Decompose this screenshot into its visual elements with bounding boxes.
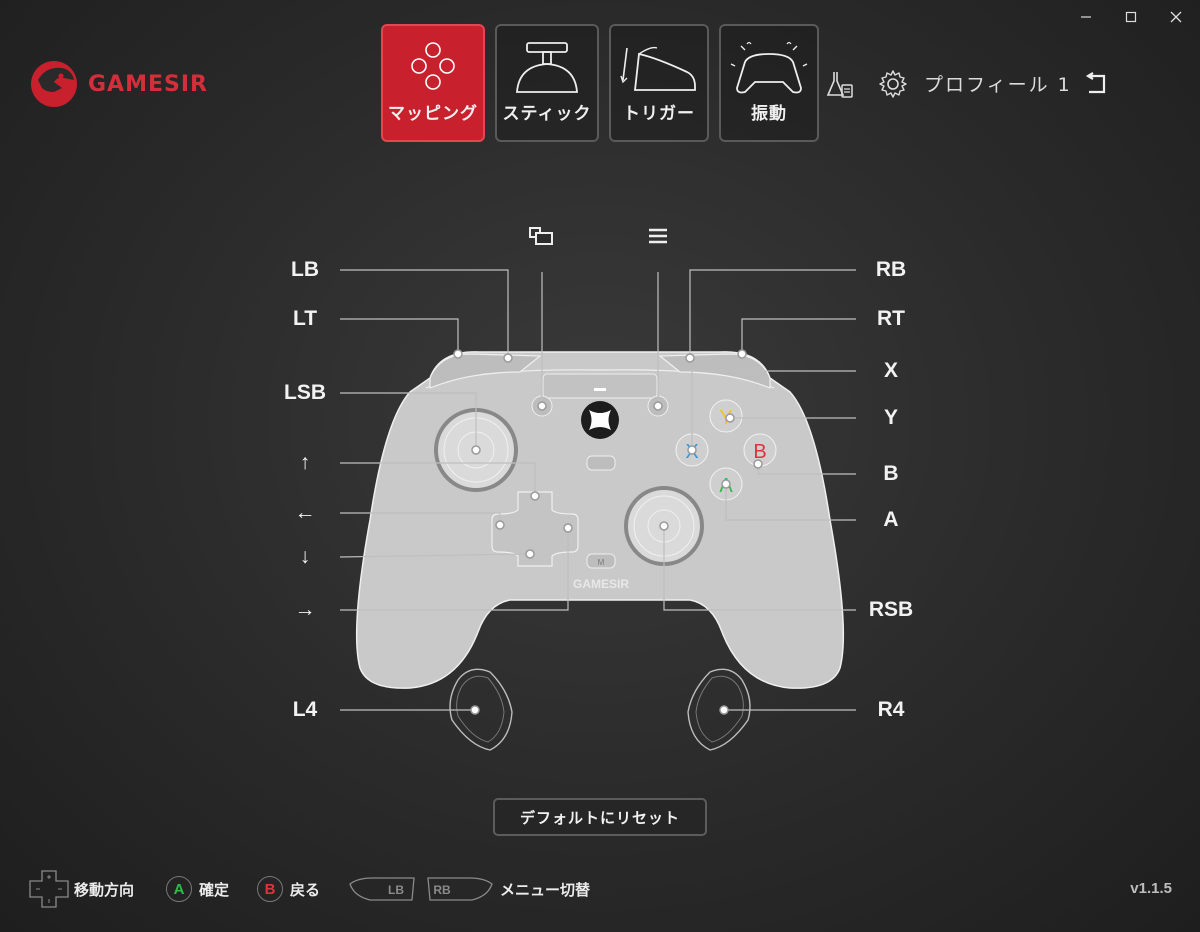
footer-move-label: 移動方向: [74, 880, 135, 899]
minimize-button[interactable]: [1074, 6, 1098, 28]
tab-trigger-label: トリガー: [623, 104, 695, 124]
settings-button[interactable]: [876, 67, 910, 101]
a-key-icon: A: [166, 876, 192, 902]
brand-logo: GAMESIR: [28, 58, 208, 110]
footer-confirm-label: 確定: [199, 880, 230, 899]
label-x[interactable]: X: [883, 359, 898, 382]
gear-icon: [879, 70, 907, 98]
joystick-icon: [516, 42, 578, 93]
leader-lines: [339, 269, 856, 711]
flask-icon: [826, 72, 853, 98]
label-a[interactable]: A: [883, 508, 899, 531]
close-icon: [1170, 11, 1182, 23]
dpad: [491, 491, 579, 567]
close-button[interactable]: [1164, 6, 1188, 28]
r4-paddle: [687, 668, 751, 751]
b-key-icon: B: [257, 876, 283, 902]
rb-text: RB: [433, 883, 451, 897]
tab-vibration[interactable]: 振動: [719, 24, 819, 142]
return-icon: [1085, 72, 1106, 94]
lab-button[interactable]: [824, 68, 856, 100]
tab-trigger[interactable]: トリガー: [609, 24, 709, 142]
controller-brand: GAMESIR: [573, 577, 629, 591]
label-lb[interactable]: LB: [291, 258, 319, 281]
reset-default-button[interactable]: デフォルトにリセット: [493, 798, 707, 836]
brand-name: GAMESIR: [88, 71, 208, 97]
minimize-icon: [1081, 16, 1091, 18]
label-l4[interactable]: L4: [292, 698, 318, 721]
anchor-dots: [453, 349, 763, 715]
footer-confirm-hint: A 確定: [166, 872, 229, 906]
tab-stick-label: スティック: [502, 104, 592, 124]
label-rsb[interactable]: RSB: [868, 598, 914, 621]
dpad-icon: [29, 870, 69, 908]
maximize-icon: [1125, 11, 1137, 23]
version-label: v1.1.5: [1130, 880, 1172, 897]
face-button-b: B: [753, 441, 766, 463]
trigger-icon: [620, 46, 696, 91]
label-r4[interactable]: R4: [877, 698, 905, 721]
label-rt[interactable]: RT: [877, 307, 905, 330]
vibration-icon: [730, 41, 808, 94]
tab-stick[interactable]: スティック: [495, 24, 599, 142]
m-button-label: M: [598, 558, 605, 567]
footer-menu-hint: LB RB メニュー切替: [348, 872, 590, 906]
gamesir-logo-icon: [31, 61, 77, 107]
label-y[interactable]: Y: [883, 406, 898, 429]
dpad-buttons-icon: [411, 42, 455, 90]
lb-rb-icon: LB RB: [349, 877, 493, 901]
footer-back-label: 戻る: [290, 880, 321, 899]
tab-vibration-label: 振動: [751, 104, 787, 124]
menu-icon: [649, 228, 667, 244]
controller-body: M GAMESIR Y B X A: [355, 351, 845, 751]
lb-text: LB: [388, 883, 404, 897]
label-dpad-right[interactable]: →: [294, 598, 316, 621]
tab-mapping-label: マッピング: [388, 104, 478, 124]
footer-back-hint: B 戻る: [257, 872, 320, 906]
footer-menu-label: メニュー切替: [500, 880, 591, 899]
maximize-button[interactable]: [1119, 6, 1143, 28]
view-icon: [529, 227, 553, 245]
label-dpad-left[interactable]: ←: [294, 501, 316, 524]
l4-paddle: [449, 668, 513, 751]
label-lsb[interactable]: LSB: [284, 381, 326, 404]
footer-move-hint: 移動方向: [28, 870, 135, 908]
tab-mapping[interactable]: マッピング: [381, 24, 485, 142]
label-dpad-down[interactable]: ↓: [299, 545, 311, 568]
back-button[interactable]: [1082, 70, 1110, 98]
label-b[interactable]: B: [883, 462, 899, 485]
label-lt[interactable]: LT: [292, 307, 318, 330]
label-dpad-up[interactable]: ↑: [299, 451, 311, 474]
label-rb[interactable]: RB: [875, 258, 907, 281]
profile-name[interactable]: プロフィール 1: [924, 74, 1072, 96]
